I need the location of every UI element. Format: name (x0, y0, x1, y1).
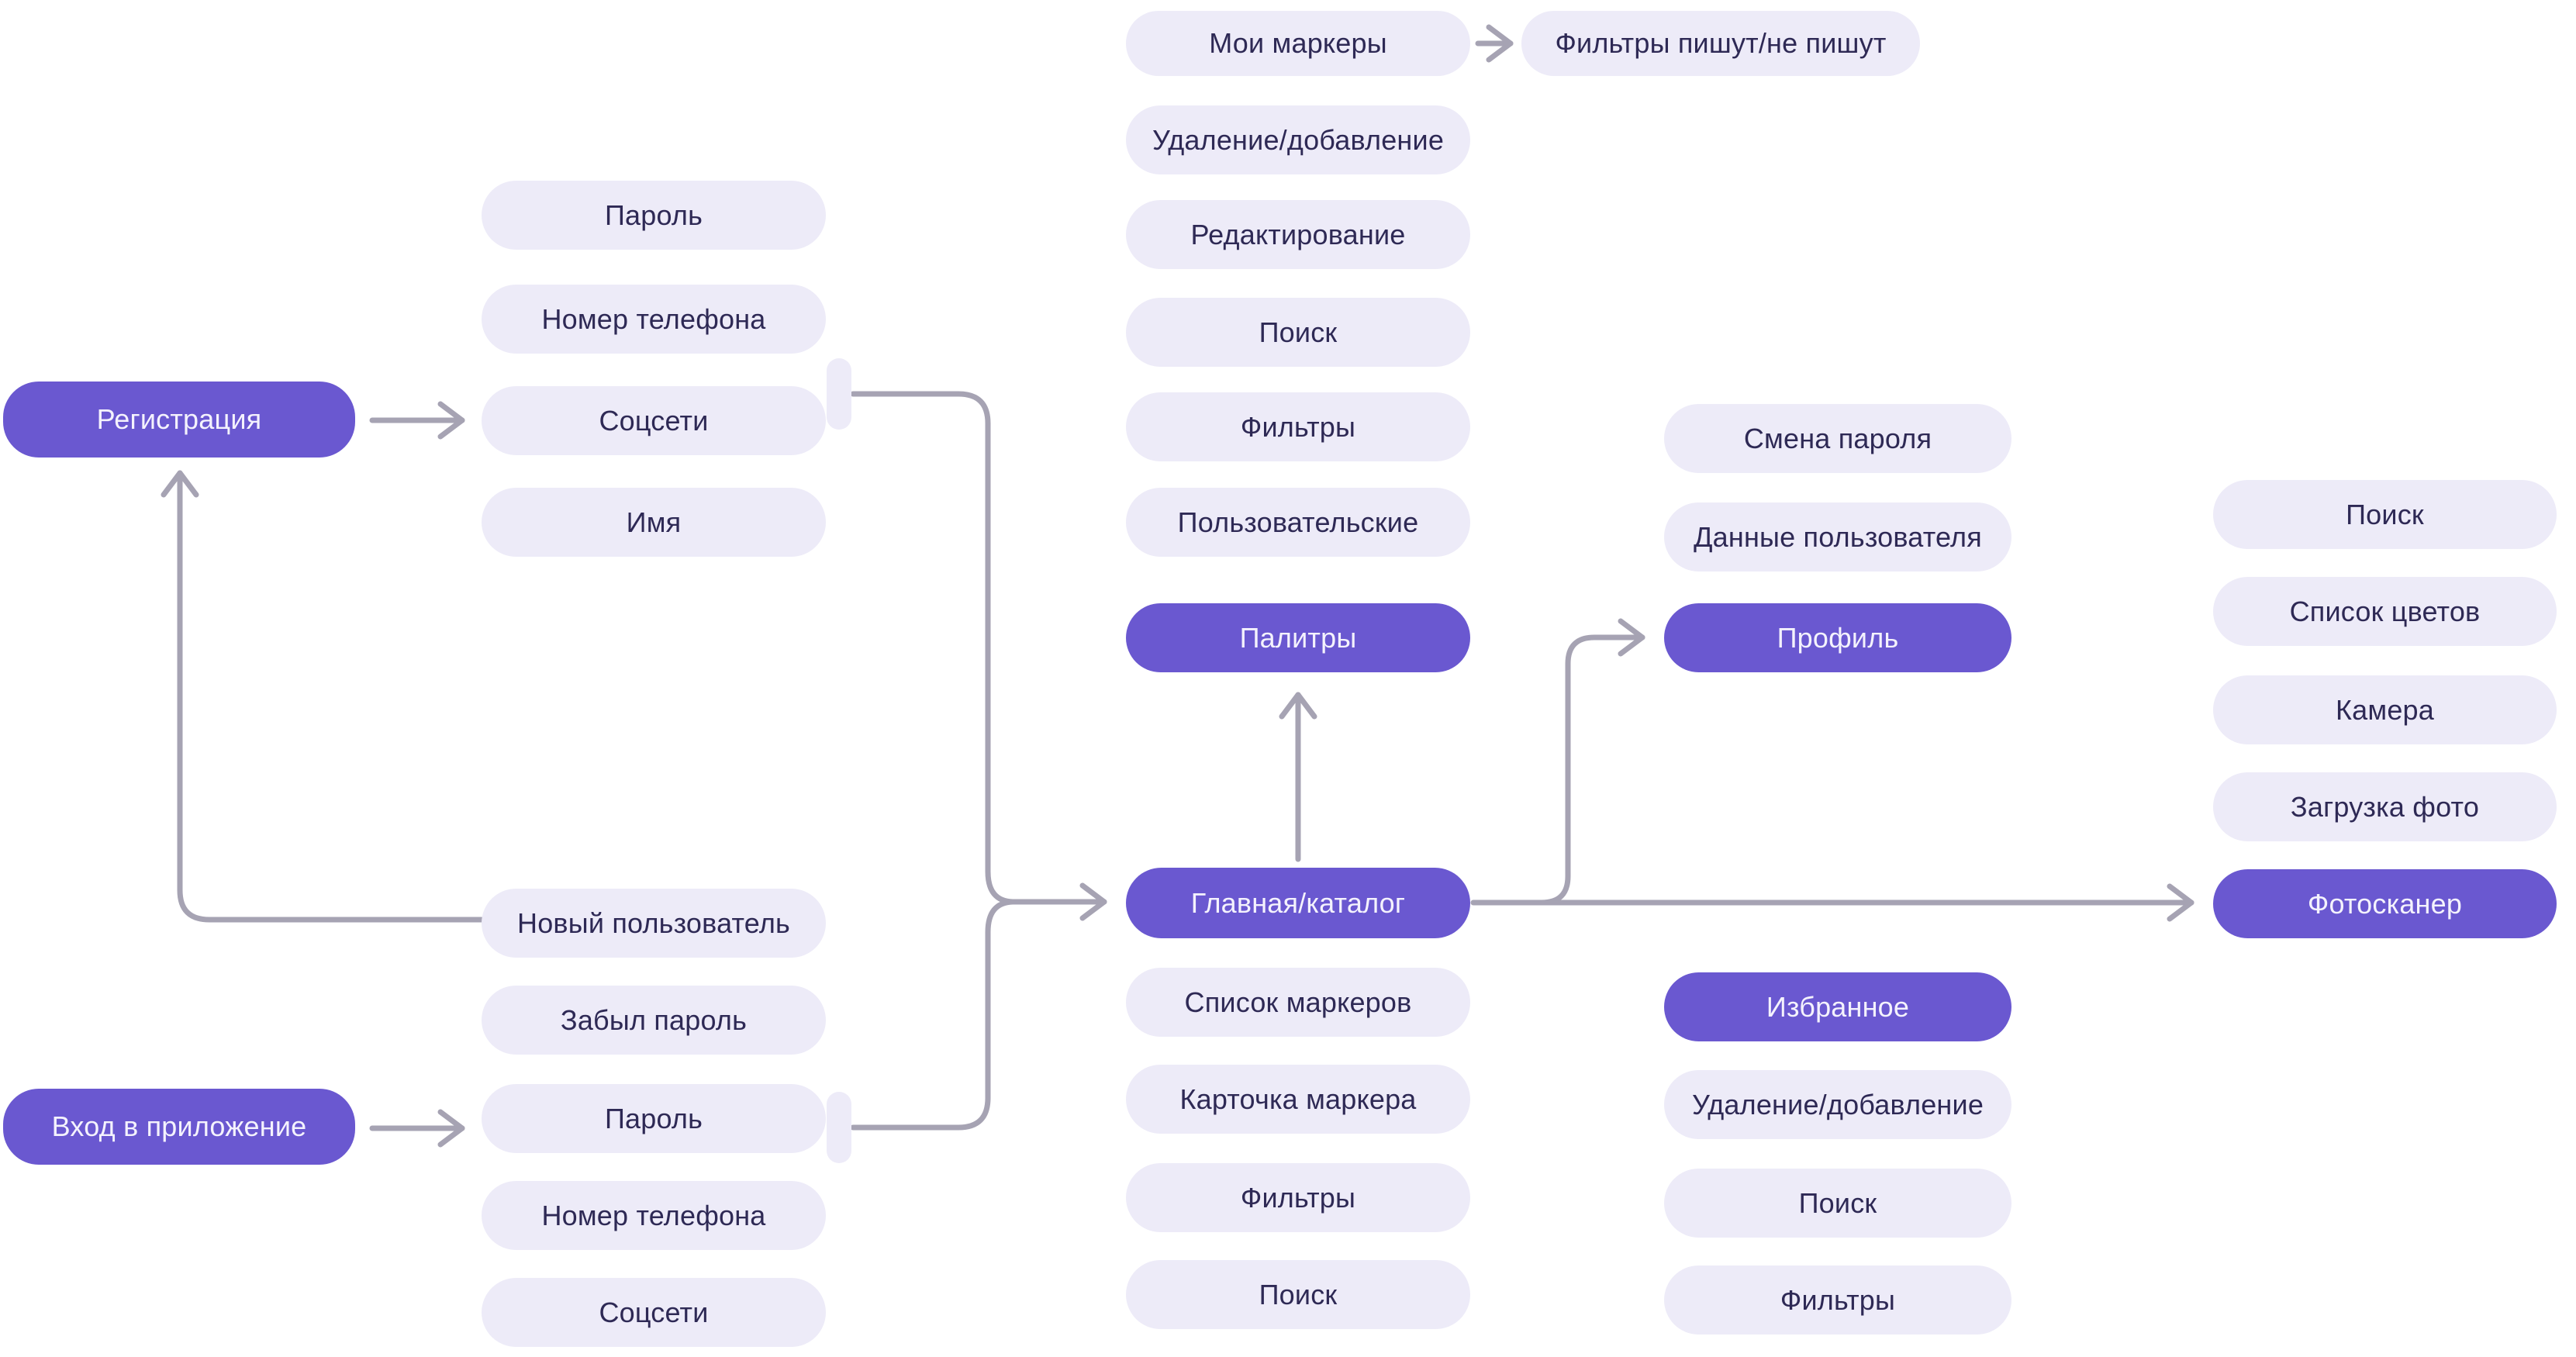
node-label: Мои маркеры (1209, 27, 1387, 60)
node-filters-write: Фильтры пишут/не пишут (1521, 11, 1920, 76)
node-label: Соцсети (599, 404, 709, 437)
node-photoscanner: Фотосканер (2213, 869, 2557, 938)
node-user-data: Данные пользователя (1664, 502, 2011, 571)
node-fav-search: Поиск (1664, 1169, 2011, 1238)
node-label: Фотосканер (2307, 887, 2463, 920)
node-markers-remove-add: Удаление/добавление (1126, 105, 1470, 174)
node-my-markers: Мои маркеры (1126, 11, 1470, 76)
node-label: Редактирование (1190, 218, 1406, 250)
connector-pill-password (827, 1092, 851, 1163)
node-markers-custom: Пользовательские (1126, 488, 1470, 557)
node-label: Карточка маркера (1179, 1082, 1417, 1115)
node-label: Новый пользователь (517, 906, 790, 939)
node-reg-password: Пароль (482, 181, 826, 250)
node-registration: Регистрация (3, 382, 355, 458)
node-label: Регистрация (96, 403, 262, 436)
node-reg-name: Имя (482, 488, 826, 557)
node-login-phone: Номер телефона (482, 1181, 826, 1250)
node-login-socials: Соцсети (482, 1278, 826, 1347)
node-label: Номер телефона (541, 1199, 766, 1231)
node-label: Загрузка фото (2290, 790, 2480, 823)
node-label: Поиск (1798, 1186, 1877, 1219)
node-label: Список цветов (2289, 595, 2481, 627)
node-label: Пароль (604, 1102, 703, 1134)
node-color-list: Список цветов (2213, 577, 2557, 646)
node-scan-search: Поиск (2213, 480, 2557, 549)
node-home-search: Поиск (1126, 1260, 1470, 1329)
node-favorites: Избранное (1664, 972, 2011, 1041)
node-profile: Профиль (1664, 603, 2011, 672)
node-change-password: Смена пароля (1664, 404, 2011, 473)
node-label: Вход в приложение (51, 1110, 307, 1143)
node-photo-upload: Загрузка фото (2213, 772, 2557, 841)
edge-connector-pill-socials-to-junction (850, 391, 1016, 905)
node-marker-card: Карточка маркера (1126, 1065, 1470, 1134)
node-markers-filters: Фильтры (1126, 392, 1470, 461)
node-label: Пользовательские (1177, 506, 1419, 538)
node-label: Избранное (1766, 990, 1910, 1023)
edge-home-catalog-to-profile (1538, 618, 1645, 906)
node-label: Удаление/добавление (1691, 1088, 1984, 1120)
node-fav-filters: Фильтры (1664, 1265, 2011, 1335)
node-home-filters: Фильтры (1126, 1163, 1470, 1232)
node-login: Вход в приложение (3, 1089, 355, 1165)
node-label: Профиль (1777, 621, 1899, 654)
node-login-password: Пароль (482, 1084, 826, 1153)
node-markers-search: Поиск (1126, 298, 1470, 367)
node-marker-list: Список маркеров (1126, 968, 1470, 1037)
connector-pill-socials (827, 358, 851, 430)
node-label: Фильтры пишут/не пишут (1555, 27, 1887, 60)
node-login-forgot: Забыл пароль (482, 986, 826, 1055)
node-label: Поиск (1259, 316, 1338, 348)
node-label: Забыл пароль (560, 1003, 748, 1036)
node-label: Камера (2335, 693, 2434, 726)
node-label: Смена пароля (1743, 422, 1932, 454)
node-home-catalog: Главная/каталог (1126, 868, 1470, 938)
edge-connector-pill-password-to-junction (850, 899, 1016, 1131)
node-label: Список маркеров (1184, 986, 1412, 1018)
node-label: Фильтры (1240, 1181, 1356, 1214)
node-label: Удаление/добавление (1152, 123, 1445, 156)
node-reg-socials: Соцсети (482, 386, 826, 455)
edge-login-newuser-to-registration (161, 470, 485, 923)
node-markers-edit: Редактирование (1126, 200, 1470, 269)
node-label: Соцсети (599, 1296, 709, 1328)
node-label: Поиск (1259, 1278, 1338, 1310)
node-reg-phone: Номер телефона (482, 285, 826, 354)
node-login-newuser: Новый пользователь (482, 889, 826, 958)
node-fav-remove-add: Удаление/добавление (1664, 1070, 2011, 1139)
node-label: Фильтры (1780, 1283, 1896, 1316)
node-palettes: Палитры (1126, 603, 1470, 672)
node-label: Номер телефона (541, 302, 766, 335)
node-label: Имя (626, 506, 682, 538)
node-label: Данные пользователя (1694, 520, 1982, 553)
node-label: Поиск (2346, 498, 2424, 530)
node-label: Пароль (604, 199, 703, 231)
node-camera: Камера (2213, 675, 2557, 744)
node-label: Фильтры (1240, 410, 1356, 443)
node-label: Главная/каталог (1190, 886, 1406, 919)
node-label: Палитры (1239, 621, 1357, 654)
